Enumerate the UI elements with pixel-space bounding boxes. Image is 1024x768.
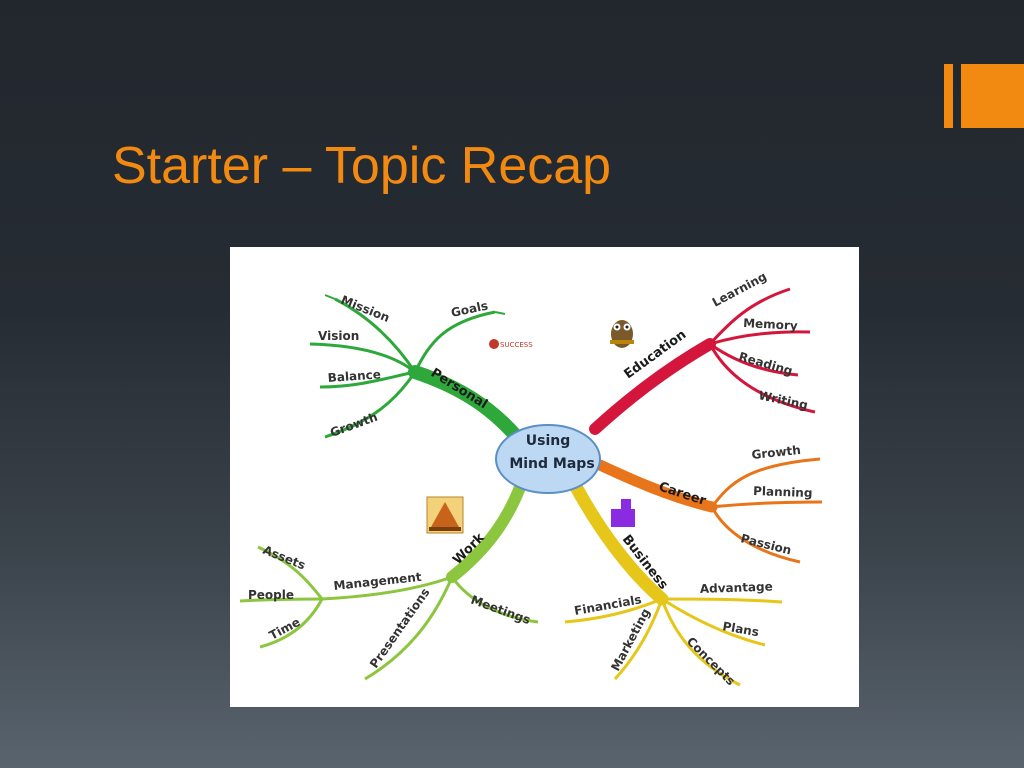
education-item-reading: Reading (737, 349, 794, 378)
personal-growth-line (324, 371, 417, 439)
education-memory-line (709, 330, 811, 346)
accent-bar-thick (961, 64, 1024, 128)
career-planning-line (711, 500, 823, 509)
personal-item-mission: Mission (339, 293, 392, 325)
education-learning-line (708, 287, 791, 346)
personal-goals-line (413, 310, 496, 373)
branch-personal: Personal Mission Goals Vision Balance Gr… (309, 293, 522, 442)
career-passion-line (710, 506, 801, 564)
education-item-memory: Memory (743, 316, 798, 333)
personal-item-growth: Growth (328, 410, 379, 440)
branch-label-career: Career (657, 480, 709, 510)
work-meetings-line (450, 576, 539, 624)
education-item-learning: Learning (710, 269, 769, 309)
personal-item-balance: Balance (327, 367, 381, 385)
branch-work-trunk (446, 476, 528, 583)
personal-mission-line (334, 297, 417, 373)
work-management-line (321, 575, 453, 601)
business-financials-line (564, 597, 663, 624)
branch-label-personal: Personal (428, 366, 490, 413)
center-node: Using Mind Maps (495, 424, 601, 494)
business-plans-line (661, 597, 766, 647)
work-item-meetings: Meetings (469, 593, 532, 627)
business-item-plans: Plans (721, 619, 760, 639)
owl-illustration (610, 320, 634, 348)
success-sticker: SUCCESS (489, 339, 533, 349)
work-time-line (259, 598, 324, 649)
work-item-people: People (248, 588, 294, 602)
purple-puzzle-icon (611, 499, 635, 527)
personal-vision-line (309, 342, 416, 374)
business-item-advantage: Advantage (700, 579, 773, 596)
work-item-assets: Assets (261, 543, 308, 573)
business-item-marketing: Marketing (608, 606, 653, 673)
work-assets-line (257, 545, 324, 600)
education-writing-line (708, 343, 816, 414)
branch-career-trunk (594, 459, 718, 513)
work-presentations-line (364, 576, 454, 681)
pyramid-illustration (426, 496, 464, 534)
career-item-planning: Planning (753, 484, 813, 500)
branch-business-trunk (568, 478, 669, 606)
branch-education: Education Learning Memory Reading Writin… (589, 269, 816, 435)
accent-bar-thin (944, 64, 953, 128)
branch-education-trunk (589, 338, 716, 435)
branch-work: Work Assets Management People Time Prese… (239, 476, 539, 681)
work-people-line (239, 597, 323, 603)
career-item-growth: Growth (751, 443, 802, 462)
education-reading-line (709, 342, 799, 377)
center-node-line1: Using (526, 433, 571, 449)
business-item-concepts: Concepts (684, 634, 738, 688)
business-advantage-line (661, 597, 783, 604)
education-item-writing: Writing (757, 388, 809, 412)
business-marketing-line (613, 598, 664, 681)
business-concepts-line (660, 598, 741, 687)
center-node-line2: Mind Maps (509, 456, 594, 472)
branch-business: Business Advantage Financials Plans Mark… (564, 478, 783, 688)
branch-personal-trunk (408, 365, 522, 442)
career-growth-line (710, 457, 821, 508)
personal-item-goals: Goals (450, 298, 490, 319)
personal-item-vision: Vision (318, 329, 359, 343)
slide-title: Starter – Topic Recap (112, 137, 612, 195)
personal-balance-line (319, 370, 416, 389)
success-sticker-text: SUCCESS (500, 341, 533, 349)
career-item-passion: Passion (739, 531, 793, 557)
mind-map-image: Personal Mission Goals Vision Balance Gr… (230, 247, 859, 707)
